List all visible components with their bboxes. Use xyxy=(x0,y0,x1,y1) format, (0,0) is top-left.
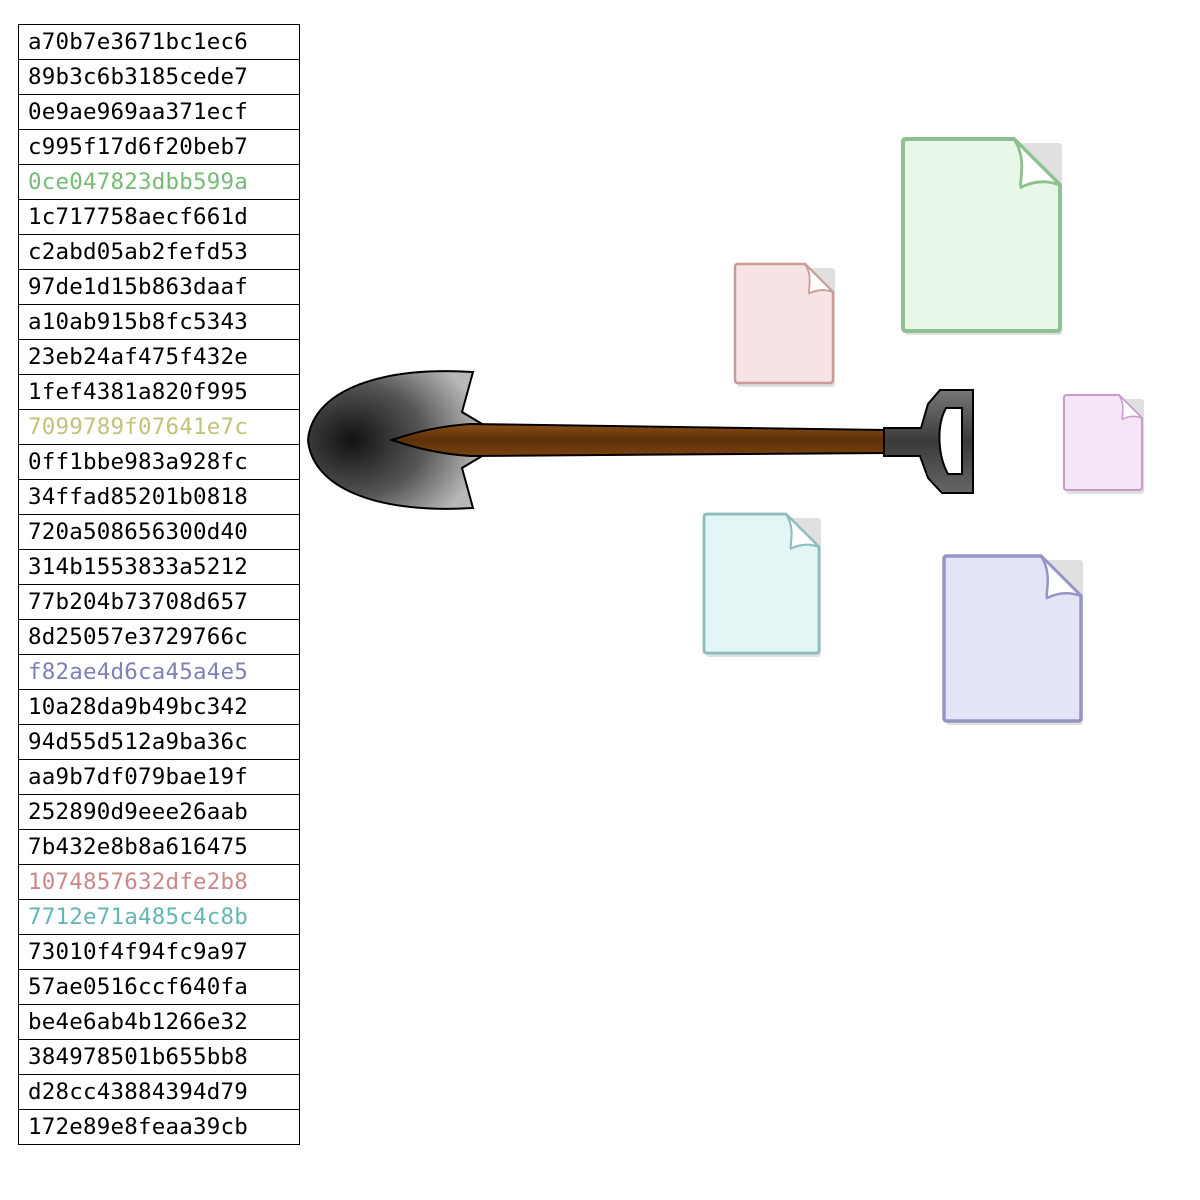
hash-list-item: 384978501b655bb8 xyxy=(18,1040,300,1075)
hash-list-item: a70b7e3671bc1ec6 xyxy=(18,25,300,60)
hash-list-item: c2abd05ab2fefd53 xyxy=(18,235,300,270)
hash-list-item: 314b1553833a5212 xyxy=(18,550,300,585)
hash-list-item: f82ae4d6ca45a4e5 xyxy=(18,655,300,690)
shovel-icon xyxy=(306,370,974,510)
hash-list-item: aa9b7df079bae19f xyxy=(18,760,300,795)
hash-list-item: 57ae0516ccf640fa xyxy=(18,970,300,1005)
cyan-document-icon xyxy=(702,512,821,657)
hash-list-item: 77b204b73708d657 xyxy=(18,585,300,620)
hash-list-item: be4e6ab4b1266e32 xyxy=(18,1005,300,1040)
magenta-document-icon xyxy=(1063,394,1144,494)
hash-list-item: 172e89e8feaa39cb xyxy=(18,1110,300,1145)
hash-list-item: 0ce047823dbb599a xyxy=(18,165,300,200)
hash-list-item: c995f17d6f20beb7 xyxy=(18,130,300,165)
hash-list-item: 89b3c6b3185cede7 xyxy=(18,60,300,95)
hash-list-item: 7099789f07641e7c xyxy=(18,410,300,445)
hash-list-item: 23eb24af475f432e xyxy=(18,340,300,375)
green-document-icon xyxy=(901,137,1062,335)
blue-document-icon xyxy=(942,554,1083,725)
hash-list-item: 1074857632dfe2b8 xyxy=(18,865,300,900)
hash-list-item: 8d25057e3729766c xyxy=(18,620,300,655)
hash-list-item: 7712e71a485c4c8b xyxy=(18,900,300,935)
hash-list-item: 1fef4381a820f995 xyxy=(18,375,300,410)
hash-list-item: 73010f4f94fc9a97 xyxy=(18,935,300,970)
hash-list-item: 34ffad85201b0818 xyxy=(18,480,300,515)
hash-list-item: 7b432e8b8a616475 xyxy=(18,830,300,865)
hash-list-item: a10ab915b8fc5343 xyxy=(18,305,300,340)
hash-list-item: 10a28da9b49bc342 xyxy=(18,690,300,725)
hash-list-item: d28cc43884394d79 xyxy=(18,1075,300,1110)
hash-list-item: 0ff1bbe983a928fc xyxy=(18,445,300,480)
hash-list-item: 252890d9eee26aab xyxy=(18,795,300,830)
hash-list-item: 1c717758aecf661d xyxy=(18,200,300,235)
hash-list-item: 0e9ae969aa371ecf xyxy=(18,95,300,130)
red-document-icon xyxy=(733,262,835,387)
hash-list-item: 94d55d512a9ba36c xyxy=(18,725,300,760)
hash-list-item: 97de1d15b863daaf xyxy=(18,270,300,305)
hash-list-item: 720a508656300d40 xyxy=(18,515,300,550)
